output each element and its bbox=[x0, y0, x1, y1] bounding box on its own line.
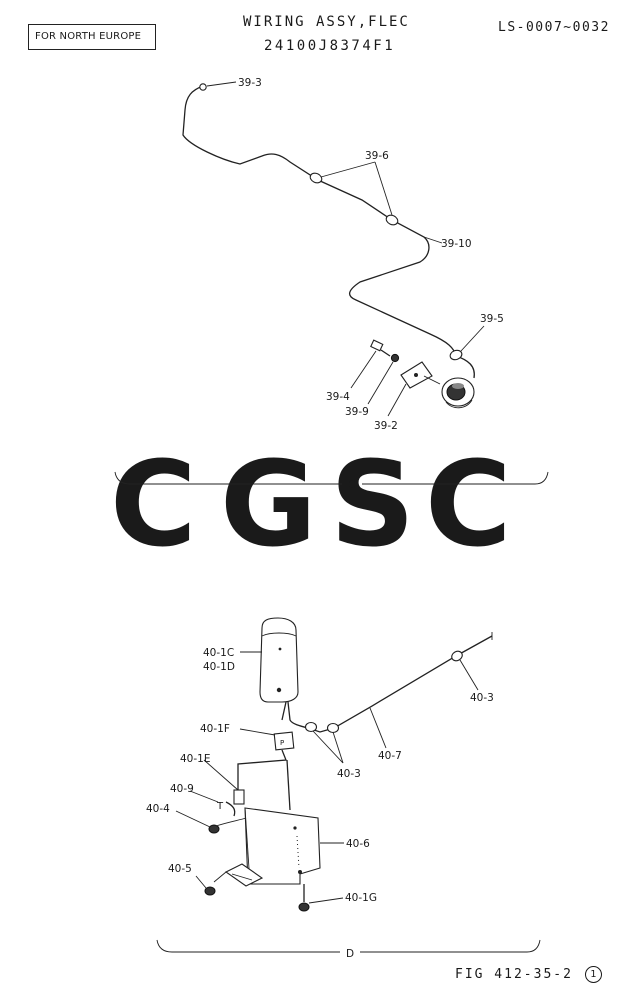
screw-40-1g: 40-1G bbox=[298, 884, 377, 912]
callout-39-6: 39-6 bbox=[365, 150, 389, 162]
sheet-number-badge: 1 bbox=[584, 966, 602, 983]
callout-40-4: 40-4 bbox=[146, 803, 170, 815]
part-number: 24100J8374F1 bbox=[264, 38, 396, 54]
wire-harness-40-7 bbox=[281, 632, 493, 733]
assembly-title: WIRING ASSY,FLEC bbox=[243, 14, 410, 30]
horn-39-1 bbox=[400, 361, 475, 409]
cgsc-watermark: C G S C bbox=[110, 435, 512, 573]
callout-40-1f: 40-1F bbox=[200, 723, 230, 735]
region-box: FOR NORTH EUROPE bbox=[28, 24, 156, 50]
callout-40-6: 40-6 bbox=[346, 838, 370, 850]
watermark-letter-1: C bbox=[110, 435, 197, 573]
bracket-40-5: 40-5 bbox=[168, 863, 264, 896]
group-label-c: C bbox=[348, 479, 355, 491]
callout-39-10: 39-10 bbox=[441, 238, 472, 250]
terminal-40-9: T 40-9 bbox=[170, 783, 236, 817]
group-label-d: D bbox=[346, 948, 354, 960]
watermark-letter-4: C bbox=[425, 435, 512, 573]
callout-40-1e: 40-1E bbox=[180, 753, 210, 765]
callout-40-3-upper: 40-3 bbox=[470, 692, 494, 704]
wire-leader-39-10: 39-10 bbox=[423, 236, 472, 250]
callout-40-1c: 40-1C bbox=[203, 647, 234, 659]
wire-harness-39-10 bbox=[182, 85, 475, 379]
callout-40-1g: 40-1G bbox=[345, 892, 377, 904]
callout-40-5: 40-5 bbox=[168, 863, 192, 875]
cover-40-1c: 40-1C 40-1D bbox=[203, 617, 299, 703]
group-bracket-d: D bbox=[156, 939, 541, 960]
connector-40-1f: P 40-1F bbox=[200, 723, 295, 751]
bracket-39-2: 39-2 bbox=[374, 383, 407, 432]
clip-39-3: 39-3 bbox=[199, 77, 262, 91]
clamp-39-6: 39-6 bbox=[309, 150, 399, 226]
callout-40-9: 40-9 bbox=[170, 783, 194, 795]
callout-39-9: 39-9 bbox=[345, 406, 369, 418]
callout-39-2: 39-2 bbox=[374, 420, 398, 432]
region-label: FOR NORTH EUROPE bbox=[35, 31, 142, 42]
svg-text:P: P bbox=[280, 739, 284, 747]
clip-39-5: 39-5 bbox=[449, 313, 504, 361]
svg-text:T: T bbox=[216, 801, 224, 812]
figure-reference: FIG 412-35-2 1 bbox=[455, 966, 602, 983]
wire-leader-40-7: 40-7 bbox=[369, 707, 402, 762]
watermark-letter-2: G bbox=[220, 435, 317, 573]
washer-39-9: 39-9 bbox=[345, 353, 400, 418]
callout-40-1d: 40-1D bbox=[203, 661, 235, 673]
bolt-40-4: 40-4 bbox=[146, 803, 247, 834]
wire-sensor-40-1e: 40-1E bbox=[180, 749, 291, 811]
figure-label: FIG 412-35-2 bbox=[455, 967, 573, 982]
plate-40-6: 40-6 bbox=[244, 807, 370, 885]
callout-39-4: 39-4 bbox=[326, 391, 350, 403]
clip-40-3-upper: 40-3 bbox=[451, 650, 494, 704]
clamp-40-3-lower: 40-3 bbox=[304, 721, 361, 780]
callout-40-3-lower: 40-3 bbox=[337, 768, 361, 780]
group-bracket-c: C bbox=[114, 471, 549, 491]
callout-39-5: 39-5 bbox=[480, 313, 504, 325]
bolt-39-4: 39-4 bbox=[326, 339, 391, 403]
watermark-letter-3: S bbox=[330, 435, 415, 573]
callout-40-7: 40-7 bbox=[378, 750, 402, 762]
serial-range: LS-0007~0032 bbox=[498, 20, 610, 35]
callout-39-3: 39-3 bbox=[238, 77, 262, 89]
